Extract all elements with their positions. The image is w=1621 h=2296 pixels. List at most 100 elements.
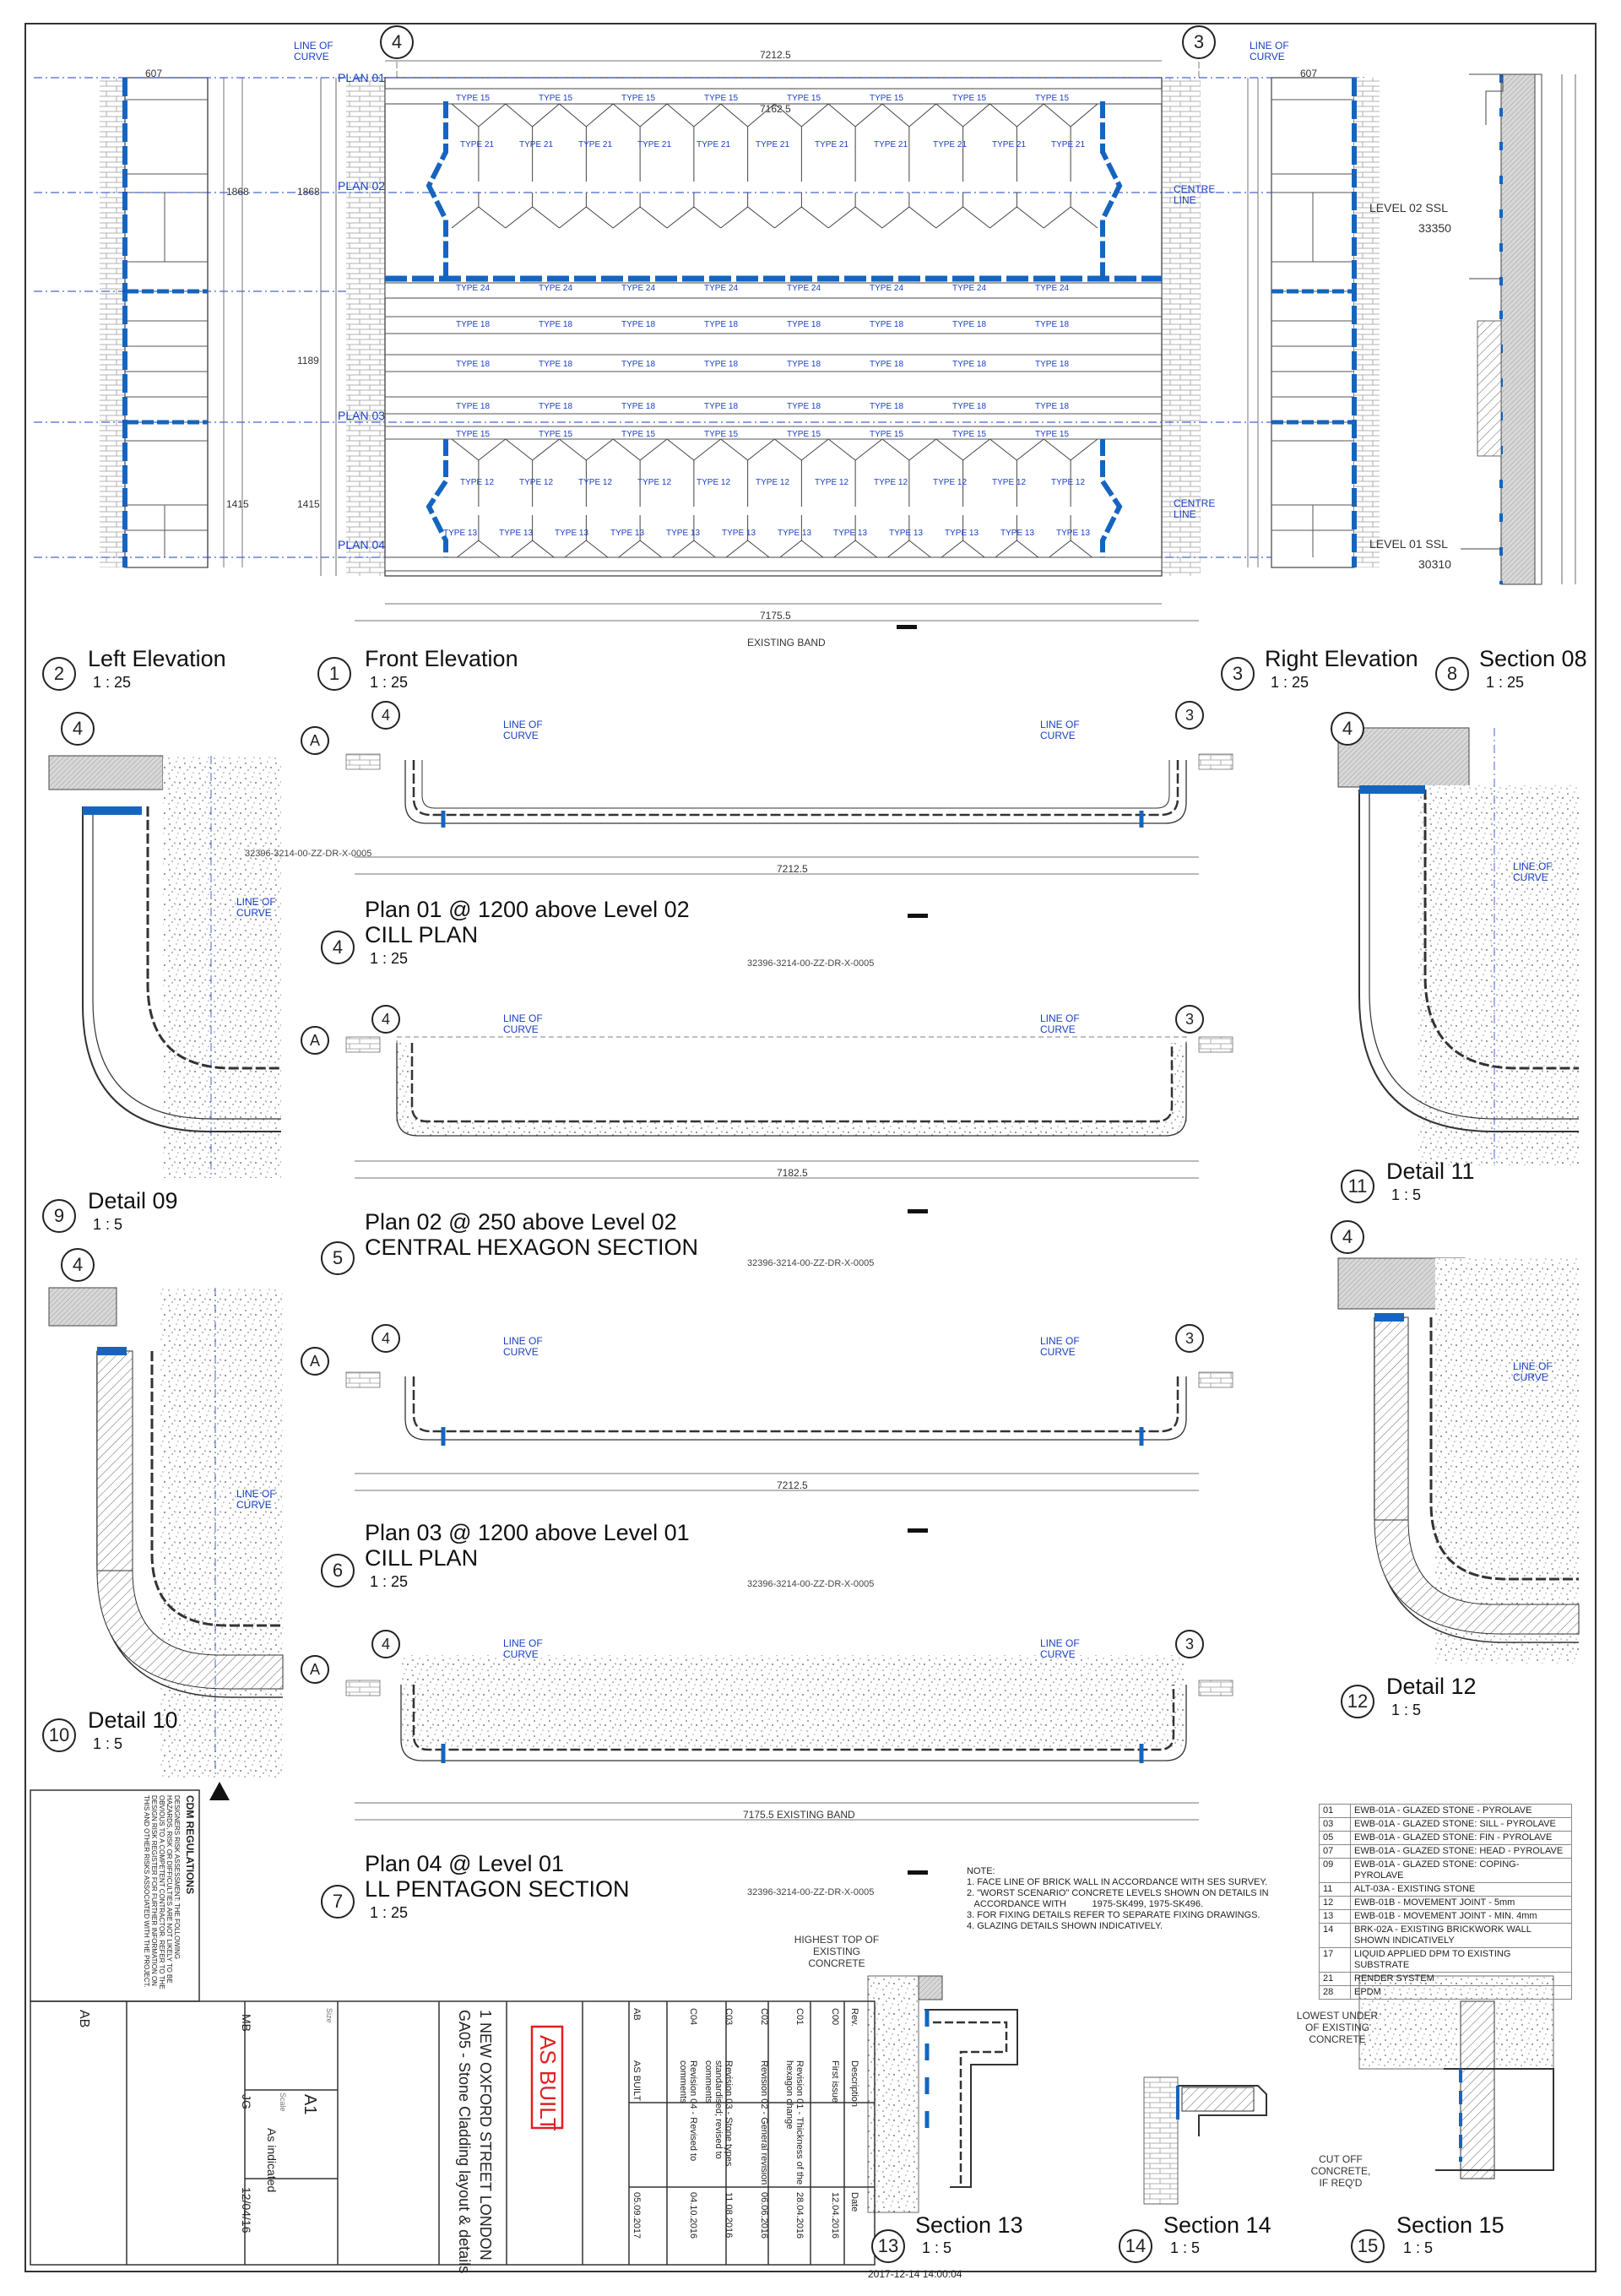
revision-desc: Revision 04 - Revised to comments xyxy=(678,2060,698,2162)
view-title-detail-12: Detail 12 xyxy=(1386,1674,1477,1699)
stone-type-label: TYPE 13 xyxy=(1000,529,1035,538)
label-line-of-curve-detail10: LINE OF CURVE xyxy=(236,1488,276,1511)
view-scale-right-elevation: 1 : 25 xyxy=(1271,674,1309,691)
view-title-detail-09: Detail 09 xyxy=(88,1188,178,1213)
stone-type-label: TYPE 13 xyxy=(666,529,701,538)
right-elevation xyxy=(1247,77,1380,568)
stone-type-label: TYPE 15 xyxy=(1035,94,1070,103)
grid-bubble-4-plan3: 4 xyxy=(371,1324,400,1353)
revision-date: 12.04.2016 xyxy=(830,2192,840,2239)
view-scale-detail-09: 1 : 5 xyxy=(93,1216,123,1233)
revision-desc: AS BUILT xyxy=(632,2060,642,2102)
legend-code: 09 xyxy=(1319,1858,1351,1883)
hexagon-joints xyxy=(451,103,1098,182)
hexagon-joints xyxy=(451,438,1098,507)
view-title-plan-02-line1: Plan 02 @ 250 above Level 02 xyxy=(365,1209,677,1235)
cdm-regulations-block: CDM REGULATIONS DESIGNERS RISK ASSESSMEN… xyxy=(35,1795,196,1995)
label-line-of-curve-front-left: LINE OF CURVE xyxy=(294,40,333,62)
label-level-01-ssl: LEVEL 01 SSL xyxy=(1369,537,1448,551)
dim-front-overall: 7175.5 xyxy=(760,610,791,621)
legend-text: EWB-01B - MOVEMENT JOINT - MIN. 4mm xyxy=(1350,1909,1572,1924)
hexagon-joints xyxy=(451,515,1098,562)
stone-type-label: TYPE 18 xyxy=(1035,320,1070,329)
dim-plan1-width: 7212.5 xyxy=(777,863,808,875)
as-built-stamp: AS BUILT xyxy=(535,2035,561,2131)
view-bubble-section-14: 14 xyxy=(1119,2229,1152,2263)
label-line-of-curve-front-right: LINE OF CURVE xyxy=(1250,40,1289,62)
stone-type-label: TYPE 12 xyxy=(756,478,790,487)
stone-type-label: TYPE 21 xyxy=(815,140,849,149)
label-level-02-value: 33350 xyxy=(1418,221,1451,235)
stone-type-label: TYPE 18 xyxy=(787,360,821,369)
dim-1868-left: 1868 xyxy=(226,186,249,198)
dim-1415: 1415 xyxy=(297,498,320,510)
grid-bubble-a-plan1: A xyxy=(301,726,329,755)
stone-type-label: TYPE 24 xyxy=(456,284,491,293)
label-plan-02: PLAN 02 xyxy=(338,179,386,193)
stone-type-label: TYPE 15 xyxy=(952,430,987,439)
view-title-plan-02-line2: CENTRAL HEXAGON SECTION xyxy=(365,1235,699,1260)
drawing-scale-label: Scale xyxy=(279,2092,287,2112)
grid-bubble-3-plan3: 3 xyxy=(1175,1324,1204,1353)
stone-type-label: TYPE 13 xyxy=(1056,529,1091,538)
view-scale-detail-11: 1 : 5 xyxy=(1391,1186,1422,1203)
stone-type-label: TYPE 18 xyxy=(787,402,821,411)
stone-type-label: TYPE 21 xyxy=(992,140,1027,149)
stone-type-label: TYPE 18 xyxy=(870,402,904,411)
stone-type-label: TYPE 18 xyxy=(952,360,987,369)
stone-type-label: TYPE 13 xyxy=(778,529,812,538)
stone-type-label: TYPE 15 xyxy=(621,430,656,439)
view-bubble-section-15: 15 xyxy=(1351,2229,1385,2263)
drawing-title-size-label: Size xyxy=(325,2008,333,2023)
label-line-of-curve-plan1-l: LINE OF CURVE xyxy=(503,719,543,741)
legend-code: 11 xyxy=(1319,1882,1351,1897)
stone-type-label: TYPE 12 xyxy=(933,478,968,487)
view-bubble-front-elevation: 1 xyxy=(317,657,351,691)
view-title-plan-03-line2: CILL PLAN xyxy=(365,1545,479,1571)
stone-type-label: TYPE 21 xyxy=(637,140,672,149)
grid-bubble-a-plan2: A xyxy=(301,1026,329,1055)
grid-bubble-4-detail10: 4 xyxy=(61,1248,95,1282)
section-14 xyxy=(1143,2076,1267,2205)
stone-type-label: TYPE 24 xyxy=(539,284,573,293)
dwg-ref-plan4: 32396-3214-00-ZZ-DR-X-0005 xyxy=(747,1887,875,1897)
rev-header-date: Date xyxy=(849,2192,859,2212)
stone-type-label: TYPE 21 xyxy=(519,140,554,149)
revision-rev: C01 xyxy=(794,2008,805,2026)
stone-type-label: TYPE 18 xyxy=(456,402,491,411)
view-title-detail-10: Detail 10 xyxy=(88,1707,178,1733)
stone-type-label: TYPE 18 xyxy=(704,320,739,329)
stone-type-label: TYPE 21 xyxy=(697,140,731,149)
stone-type-label: TYPE 15 xyxy=(870,430,904,439)
label-centre-line-lower: CENTRE LINE xyxy=(1174,497,1216,520)
legend-code: 12 xyxy=(1319,1896,1351,1910)
revision-date: 06.06.2016 xyxy=(759,2192,769,2239)
stone-type-label: TYPE 13 xyxy=(722,529,756,538)
stone-type-label: TYPE 24 xyxy=(870,284,904,293)
view-title-plan-04-line1: Plan 04 @ Level 01 xyxy=(365,1851,565,1876)
dim-plan2-width: 7182.5 xyxy=(777,1167,808,1179)
legend-text: ALT-03A - EXISTING STONE xyxy=(1350,1882,1572,1897)
dwg-ref-plan3: 32396-3214-00-ZZ-DR-X-0005 xyxy=(747,1579,875,1589)
view-title-plan-01-line2: CILL PLAN xyxy=(365,922,479,947)
stone-type-label: TYPE 18 xyxy=(456,320,491,329)
issue-date: 12/04/16 xyxy=(240,2187,253,2234)
dwg-ref-plan1: 32396-3214-00-ZZ-DR-X-0005 xyxy=(747,958,875,969)
label-existing-band: EXISTING BAND xyxy=(747,637,826,649)
legend-text: RENDER SYSTEM xyxy=(1350,1972,1572,1986)
stone-type-label: TYPE 15 xyxy=(539,430,573,439)
stone-type-label: TYPE 15 xyxy=(539,94,573,103)
stone-type-label: TYPE 12 xyxy=(815,478,849,487)
legend-code: 07 xyxy=(1319,1844,1351,1859)
rev-header-rev: Rev. xyxy=(849,2008,859,2027)
view-scale-plan-01: 1 : 25 xyxy=(370,950,409,967)
view-bubble-left-elevation: 2 xyxy=(42,657,76,691)
drawn-by: MB xyxy=(240,2014,253,2032)
label-level-01-value: 30310 xyxy=(1418,557,1451,571)
revision-date: 04.10.2016 xyxy=(688,2192,698,2239)
view-scale-section-13: 1 : 5 xyxy=(922,2239,952,2256)
